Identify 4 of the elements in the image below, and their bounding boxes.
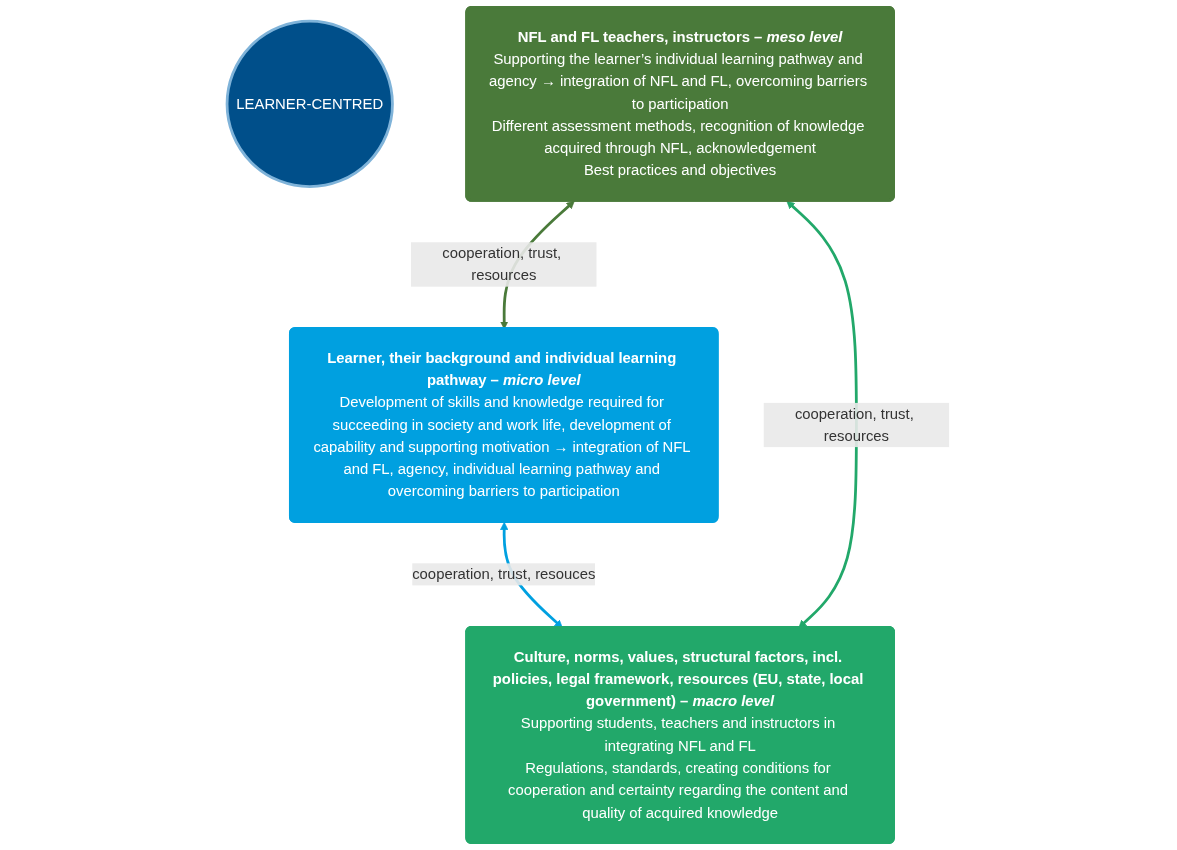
edge-label: cooperation, trust, resouces [412, 566, 596, 582]
edge-label: cooperation, trust, resources [442, 244, 562, 284]
edge-label: cooperation, trust, resources [795, 405, 915, 444]
node-circle: LEARNER-CENTRED [226, 19, 395, 188]
